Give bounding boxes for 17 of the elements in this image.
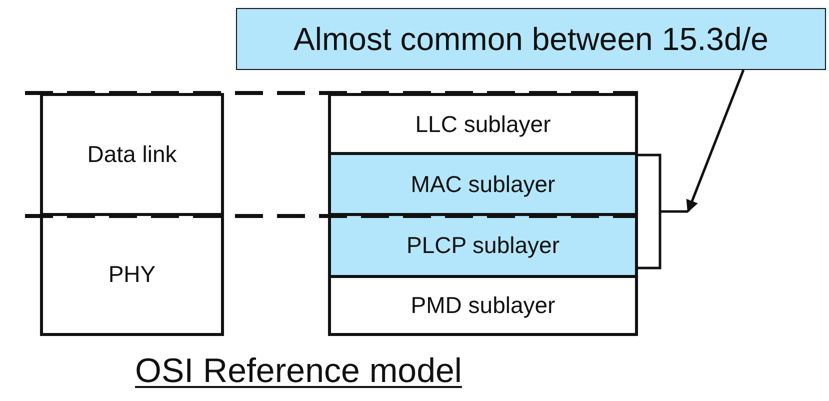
box-label: PMD sublayer — [410, 292, 556, 319]
box-label: PLCP sublayer — [406, 232, 560, 259]
bracket-shape — [636, 154, 690, 270]
box-label: LLC sublayer — [415, 110, 551, 138]
arrow — [686, 70, 745, 213]
sublayer-box — [328, 155, 638, 216]
callout-box — [236, 8, 826, 70]
box-label: PHY — [108, 261, 156, 288]
box-label: MAC sublayer — [410, 170, 556, 198]
box-label: Almost common between 15.3d/e — [294, 20, 768, 58]
sublayer-box — [328, 278, 638, 336]
layer-box — [40, 216, 224, 336]
sublayer-box — [328, 93, 638, 155]
layer-box — [40, 93, 224, 216]
diagram-title: OSI Reference model — [135, 352, 462, 391]
sublayer-box — [328, 216, 638, 278]
box-label: Data link — [87, 141, 177, 168]
